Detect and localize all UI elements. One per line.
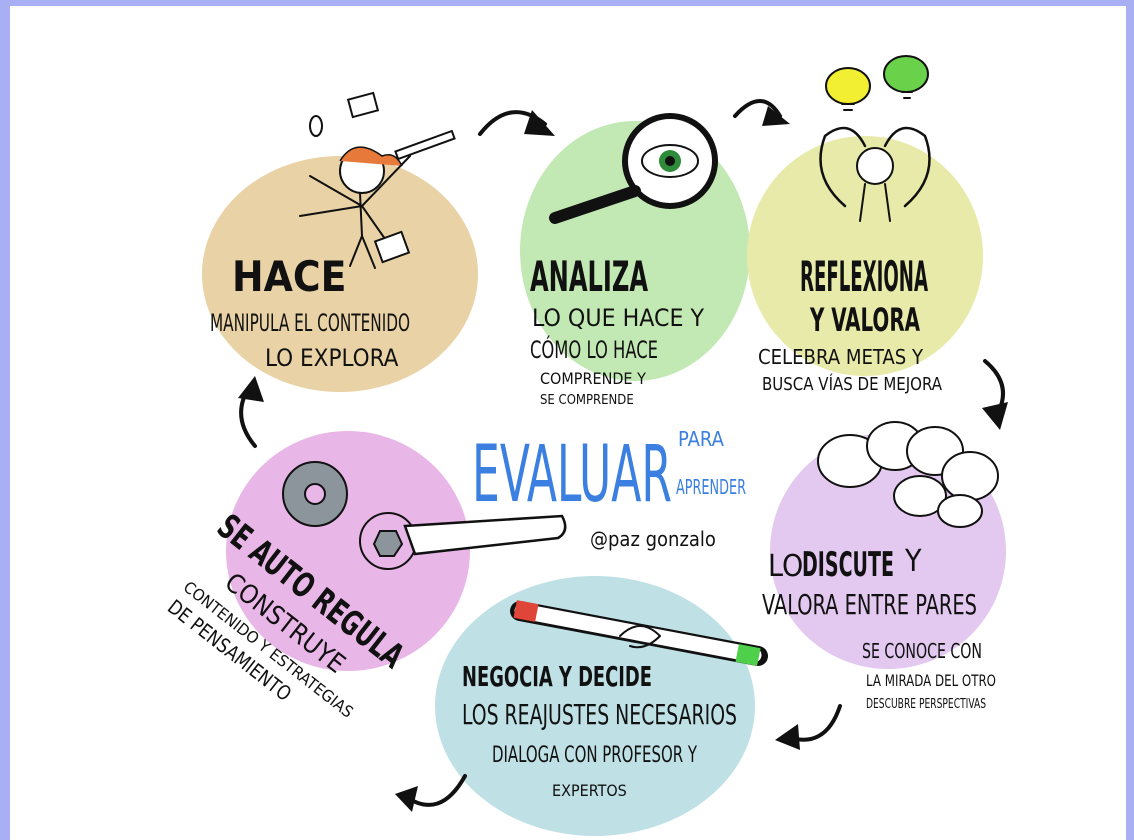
- infographic-canvas: EVALUAR PARA APRENDER @paz gonzalo HACE …: [10, 6, 1126, 840]
- hace-title: HACE: [232, 252, 346, 301]
- arrow-hace-to-analiza: [478, 110, 555, 136]
- analiza-title: ANALIZA: [530, 252, 648, 301]
- hace-line2: LO EXPLORA: [265, 344, 399, 372]
- thinking-head-icon: [819, 126, 931, 222]
- speech-bubbles-icon: [817, 421, 999, 528]
- aprender-label: APRENDER: [676, 475, 746, 499]
- analiza-line2: CÓMO LO HACE: [530, 334, 658, 364]
- discute-title: DISCUTE: [802, 545, 894, 585]
- evaluar-title: EVALUAR: [472, 430, 672, 520]
- negocia-title: NEGOCIA Y DECIDE: [462, 660, 652, 693]
- arrow-regula-to-hace: [238, 376, 264, 448]
- discute-line2: SE CONOCE CON: [862, 639, 982, 663]
- arrow-analiza-to-reflexiona: [733, 99, 790, 126]
- hace-blob: [202, 156, 478, 392]
- para-label: PARA: [678, 427, 725, 451]
- arrow-reflexiona-to-discute: [982, 359, 1008, 430]
- handshake-marker-icon: [510, 600, 768, 666]
- author-handle: @paz gonzalo: [590, 527, 716, 551]
- analiza-line1: LO QUE HACE Y: [532, 304, 705, 332]
- discute-line1: VALORA ENTRE PARES: [762, 588, 977, 621]
- discute-lo: LO: [768, 549, 803, 584]
- discute-y: Y: [904, 544, 922, 579]
- gears-and-wrench-icon: [282, 461, 567, 570]
- reflexiona-line1: Y VALORA: [809, 301, 920, 339]
- discute-blob: [770, 433, 1006, 669]
- reflexiona-line2: CELEBRA METAS Y: [758, 345, 924, 369]
- hace-line1: MANIPULA EL CONTENIDO: [210, 309, 410, 337]
- cycle-diagram: EVALUAR PARA APRENDER @paz gonzalo HACE …: [163, 55, 1008, 836]
- analiza-line3: COMPRENDE Y: [540, 369, 646, 388]
- light-bulbs-icon: [825, 55, 929, 111]
- negocia-line1: LOS REAJUSTES NECESARIOS: [462, 698, 737, 731]
- negocia-line3: EXPERTOS: [552, 781, 627, 800]
- reflexiona-line3: BUSCA VÍAS DE MEJORA: [762, 373, 942, 395]
- negocia-line2: DIALOGA CON PROFESOR Y: [492, 743, 698, 768]
- magnifying-glass-icon: [549, 113, 718, 224]
- analiza-line4: SE COMPRENDE: [540, 393, 634, 408]
- arrow-discute-to-negocia: [775, 704, 842, 750]
- reflexiona-blob: [747, 136, 983, 376]
- discute-line4: DESCUBRE PERSPECTIVAS: [866, 697, 986, 712]
- reflexiona-title: REFLEXIONA: [800, 252, 928, 301]
- girl-with-tools-icon: [299, 91, 456, 269]
- arrow-negocia-to-regula: [395, 774, 467, 812]
- discute-line3: LA MIRADA DEL OTRO: [866, 671, 996, 690]
